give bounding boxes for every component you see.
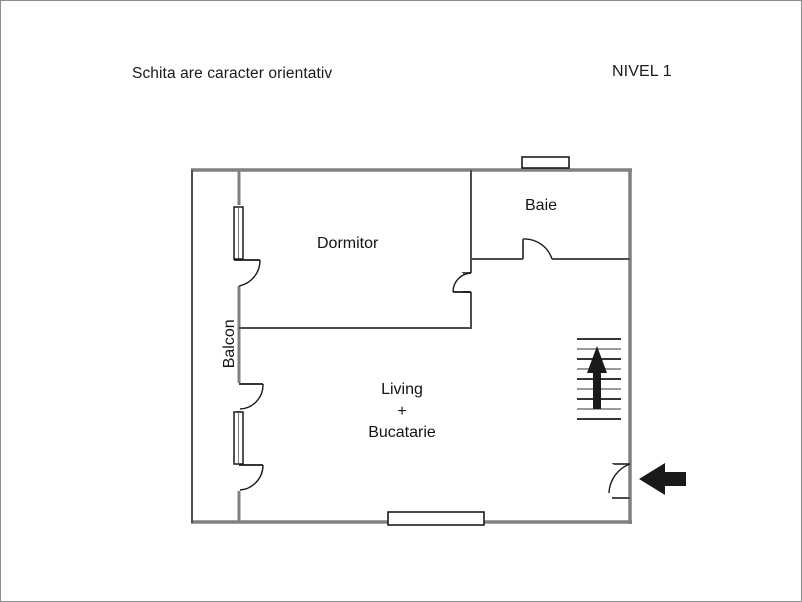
- door-swing-dormitor-balcony: [234, 259, 261, 287]
- stairs-up-arrow-icon: [587, 346, 607, 409]
- door-swing-balcon-lower: [239, 464, 264, 491]
- window-baie-top: [521, 156, 570, 169]
- room-label-living-line1: Living: [381, 381, 423, 398]
- entrance-door: [608, 463, 631, 499]
- staircase: [577, 338, 621, 420]
- glass-door-living-balcony: [233, 411, 244, 465]
- room-label-living-line3: Bucatarie: [368, 424, 436, 442]
- glass-door-dormitor-balcony: [233, 206, 244, 260]
- door-swing-dormitor-living: [452, 272, 472, 293]
- disclaimer-text: Schita are caracter orientativ: [132, 65, 333, 82]
- room-label-living: Living + Bucatarie: [357, 379, 447, 444]
- outer-walls: [191, 168, 632, 524]
- level-label: NIVEL 1: [612, 63, 672, 80]
- room-label-baie: Baie: [525, 197, 558, 214]
- door-swing-baie: [522, 238, 553, 260]
- room-label-dormitor: Dormitor: [317, 235, 379, 252]
- door-swing-balcon-upper: [239, 383, 264, 410]
- room-label-living-plus: +: [397, 402, 407, 420]
- entrance-arrow-icon: [639, 463, 686, 495]
- interior-walls: [237, 170, 630, 523]
- room-label-balcon: Balcon: [221, 319, 239, 369]
- window-living-bottom: [387, 511, 485, 526]
